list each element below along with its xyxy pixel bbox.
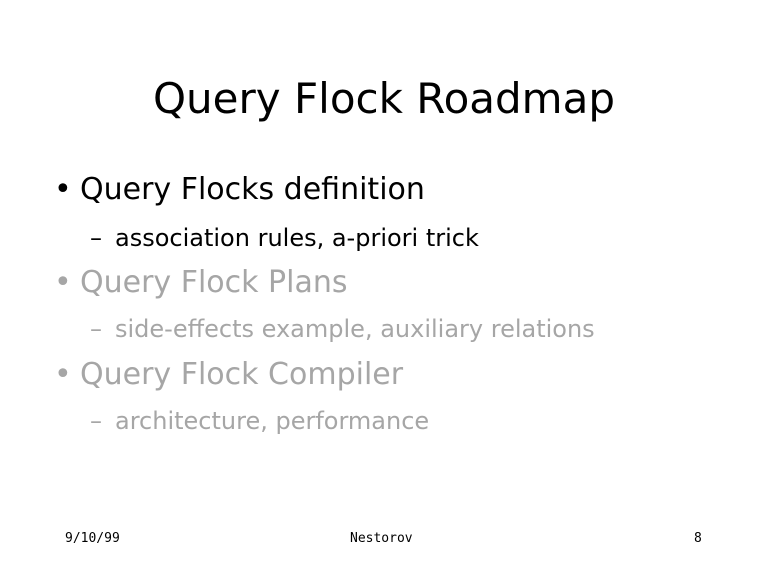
bullet-icon: • <box>54 172 72 207</box>
dash-icon: – <box>90 315 102 343</box>
sub-label: architecture, performance <box>115 407 430 435</box>
bullet-item-query-flock-plans: •Query Flock Plans <box>54 265 348 300</box>
slide-title: Query Flock Roadmap <box>153 74 615 123</box>
bullet-label: Query Flock Plans <box>80 265 348 300</box>
footer-author: Nestorov <box>350 531 413 546</box>
bullet-label: Query Flocks definition <box>80 172 425 207</box>
footer-date: 9/10/99 <box>65 531 120 546</box>
dash-icon: – <box>90 407 102 435</box>
bullet-icon: • <box>54 357 72 392</box>
sub-item: –architecture, performance <box>90 407 429 435</box>
bullet-item-query-flock-compiler: •Query Flock Compiler <box>54 357 403 392</box>
page-number: 8 <box>694 531 702 546</box>
sub-label: side-effects example, auxiliary relation… <box>115 315 595 343</box>
bullet-item-query-flocks-definition: •Query Flocks definition <box>54 172 425 207</box>
sub-label: association rules, a-priori trick <box>115 224 479 252</box>
sub-item: –side-effects example, auxiliary relatio… <box>90 315 595 343</box>
sub-item: –association rules, a-priori trick <box>90 224 479 252</box>
bullet-label: Query Flock Compiler <box>80 357 404 392</box>
bullet-icon: • <box>54 265 72 300</box>
dash-icon: – <box>90 224 102 252</box>
